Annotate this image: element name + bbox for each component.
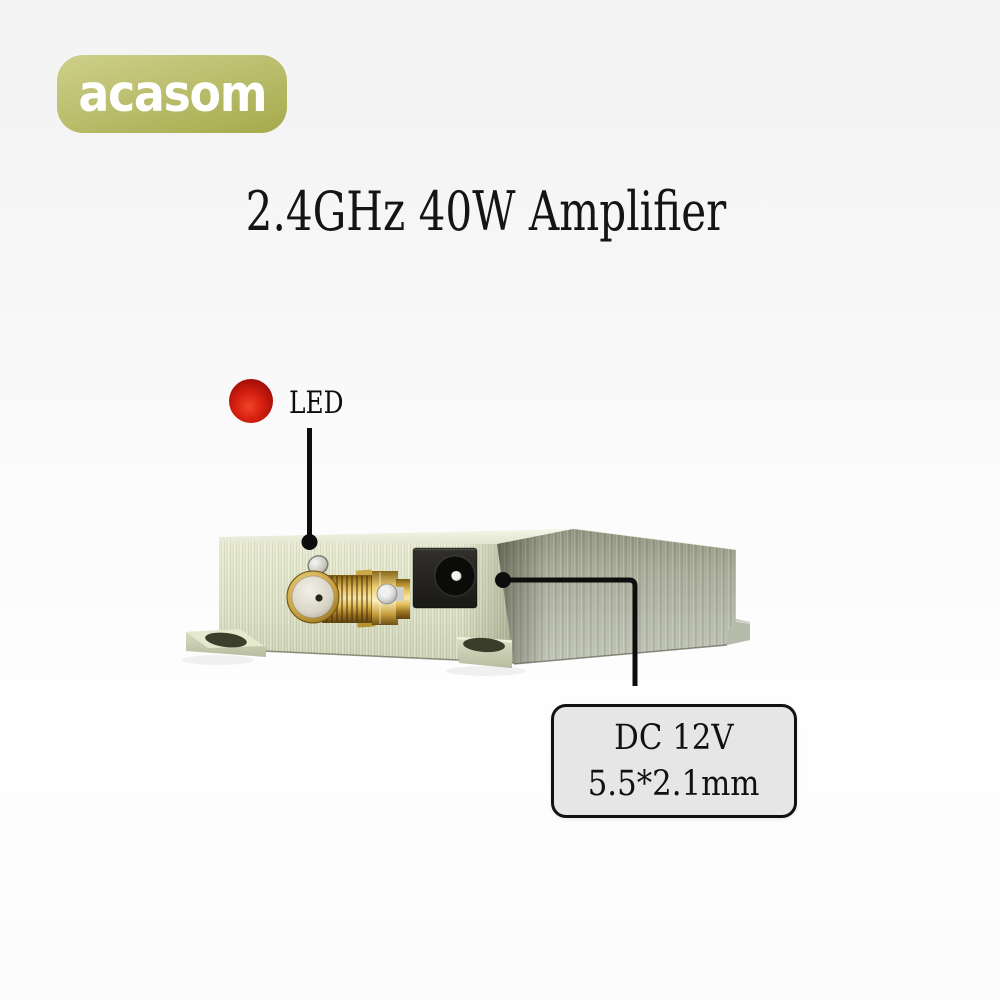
mounting-flange-right: [727, 620, 751, 645]
dc-callout-line: [509, 577, 638, 686]
dc-callout-dot: [495, 572, 511, 588]
brand-logo: acasom: [57, 55, 287, 133]
dc-spec-voltage: DC 12V: [614, 718, 734, 758]
dc-spec-plug-size: 5.5*2.1mm: [588, 764, 760, 804]
device-side-face: [497, 529, 750, 665]
mounting-flange-left: [186, 629, 266, 657]
dc-spec-callout-box: DC 12V 5.5*2.1mm: [551, 704, 797, 818]
led-callout-dot: [301, 534, 318, 550]
sma-connector: [286, 569, 410, 628]
callouts: [301, 428, 638, 686]
dc-jack: [412, 547, 478, 609]
led-label: LED: [289, 385, 344, 421]
brand-logo-text: acasom: [78, 64, 267, 124]
led-indicator-dot: [229, 379, 273, 423]
shadow-center: [446, 666, 526, 676]
product-title: 2.4GHz 40W Amplifier: [245, 180, 727, 243]
shadow-left: [182, 655, 254, 665]
amplifier-enclosure: [182, 528, 751, 676]
mounting-flange-center: [456, 636, 513, 668]
